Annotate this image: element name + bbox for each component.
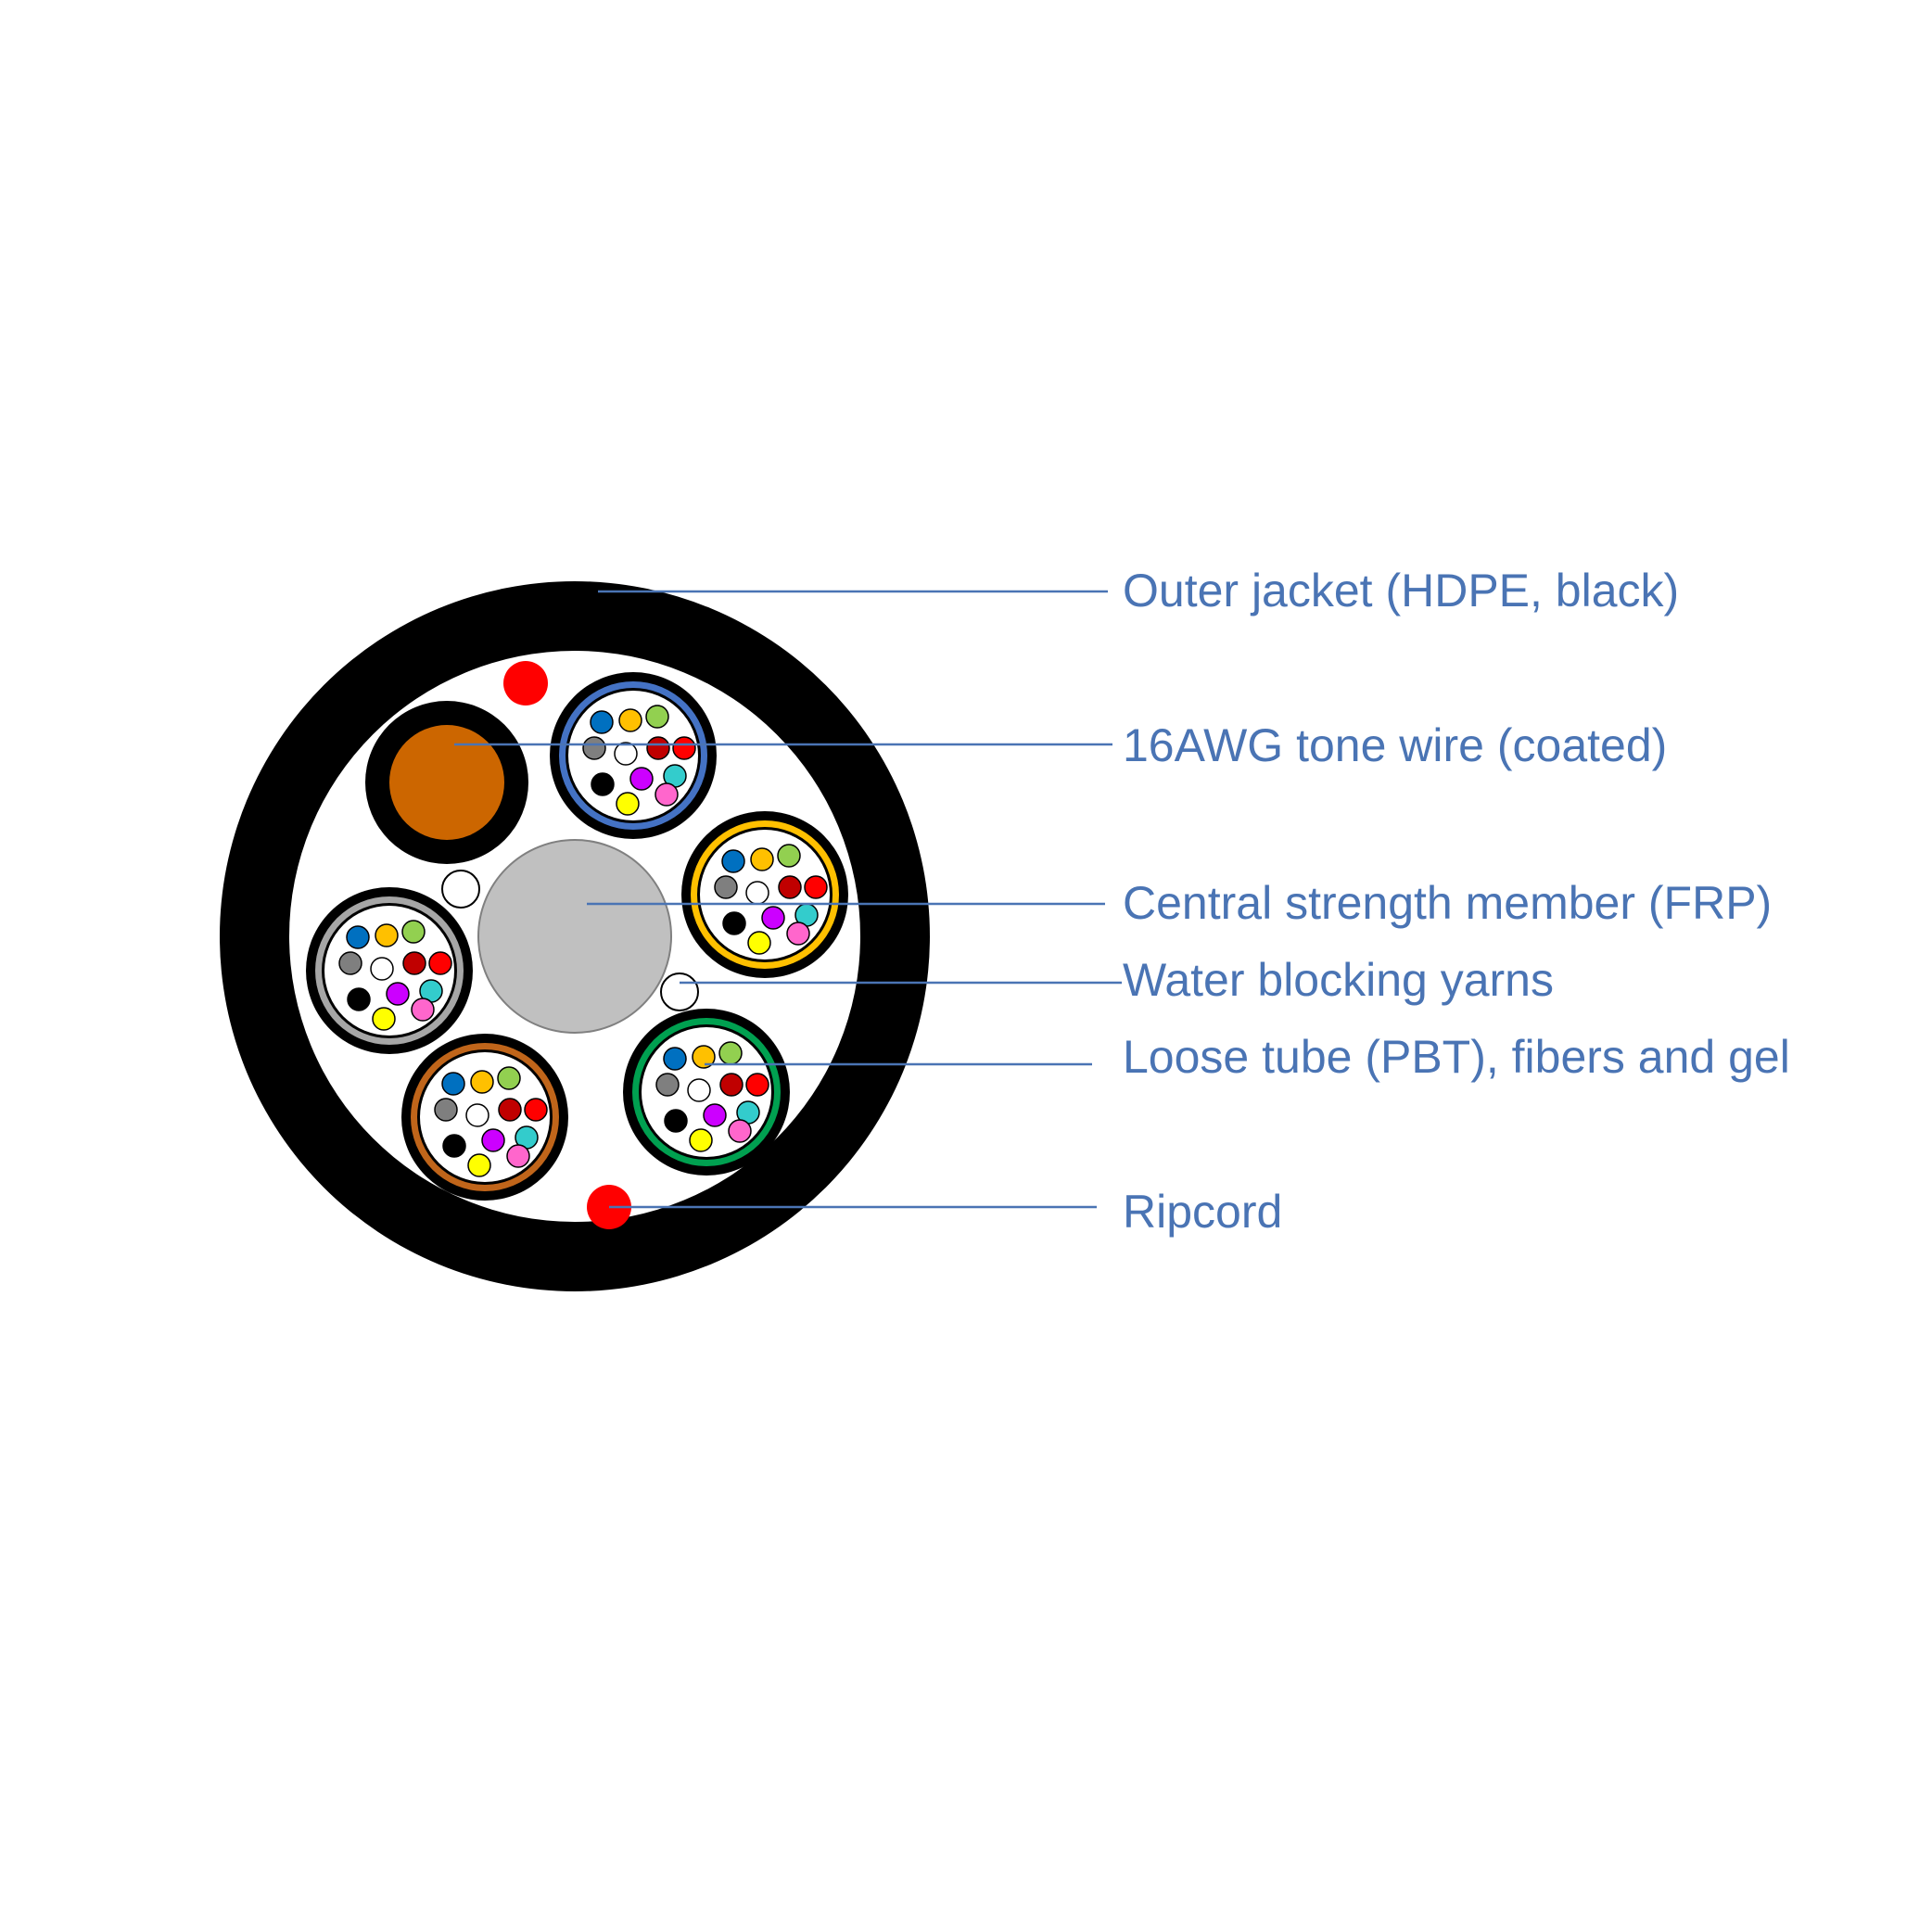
tone-wire-label: 16AWG tone wire (coated) [1123,719,1667,771]
fiber [481,1128,505,1152]
fiber [655,1073,680,1097]
fiber [442,1134,466,1158]
water-blocking-yarn [441,870,480,909]
fiber [687,1078,711,1102]
fiber [655,782,679,807]
ripcord-label: Ripcord [1123,1186,1282,1238]
loose-tube-label: Loose tube (PBT), fibers and gel [1123,1031,1790,1083]
fiber [370,957,394,981]
ripcord [503,661,548,705]
fiber [718,1041,743,1065]
fiber [629,767,654,791]
fiber [347,987,371,1011]
fiber [411,998,435,1022]
fiber [375,923,399,947]
fiber [582,736,606,760]
central-strength-member [477,839,672,1034]
fiber [719,1073,744,1097]
fiber [618,708,642,732]
fiber [465,1103,489,1127]
outer-jacket-label: Outer jacket (HDPE, black) [1123,565,1679,616]
fiber [401,920,426,944]
fiber [338,951,362,975]
fiber [728,1119,752,1143]
fiber [722,911,746,935]
fiber [646,736,670,760]
fiber [714,875,738,899]
fiber [591,772,615,796]
tone-wire-copper [389,725,504,840]
fiber [703,1103,727,1127]
fiber [616,792,640,816]
fiber [777,844,801,868]
fiber [506,1144,530,1168]
fiber [614,742,638,766]
water-yarns-label: Water blocking yarns [1123,954,1554,1006]
fiber [346,925,370,949]
fiber [590,710,614,734]
fiber [434,1098,458,1122]
fiber [372,1007,396,1031]
fiber [663,1047,687,1071]
fiber [804,875,828,899]
fiber [524,1098,548,1122]
fiber [692,1045,716,1069]
fiber [750,847,774,871]
fiber [664,1109,688,1133]
fiber [761,906,785,930]
fiber [645,705,669,729]
fiber [745,881,769,905]
fiber [402,951,426,975]
fiber [721,849,745,873]
fiber [386,982,410,1006]
fiber [747,931,771,955]
fiber [745,1073,769,1097]
fiber [786,922,810,946]
fiber [689,1128,713,1152]
fiber [498,1098,522,1122]
fiber [778,875,802,899]
fiber [467,1153,491,1177]
fiber [470,1070,494,1094]
central-member-label: Central strength member (FRP) [1123,877,1772,929]
fiber [441,1072,465,1096]
fiber [497,1066,521,1090]
fiber [672,736,696,760]
water-blocking-yarn [660,972,699,1011]
fiber [428,951,452,975]
loose-tubes-group [306,672,848,1201]
